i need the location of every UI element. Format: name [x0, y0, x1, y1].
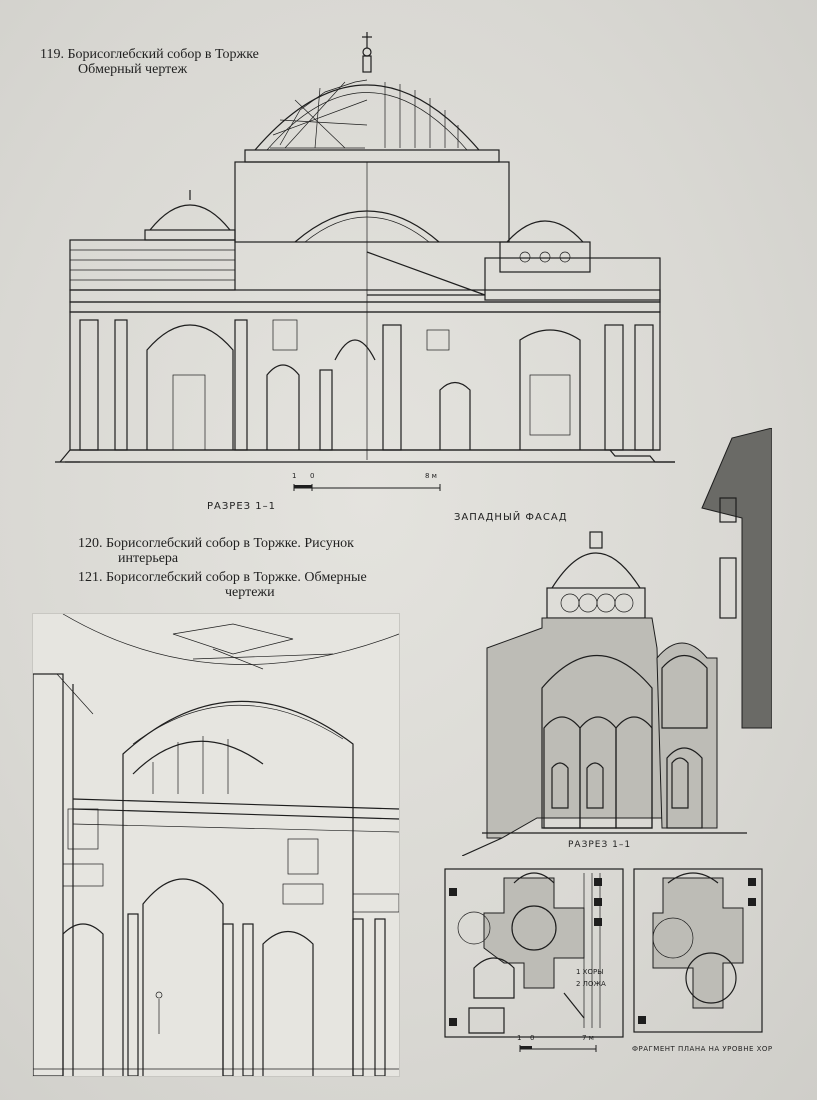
pier-markers [594, 878, 604, 938]
caption-121-line2: чертежи [225, 585, 275, 600]
scale-plan-start: 1 [517, 1034, 522, 1042]
scale-top-mid: 0 [310, 472, 315, 480]
caption-120-line2: интерьера [118, 551, 179, 566]
scale-plan-end: 7 м [582, 1034, 594, 1042]
label-section-right: РАЗРЕЗ 1–1 [568, 840, 632, 850]
caption-fig-120: 120. Борисоглебский собор в Торжке. Рису… [78, 536, 354, 566]
caption-119-line2: Обмерный чертеж [78, 62, 188, 77]
caption-fig-121: 121. Борисоглебский собор в Торжке. Обме… [78, 570, 367, 600]
legend-item-1: 1 ХОРЫ [576, 968, 604, 976]
scale-bar-top [292, 478, 442, 494]
interior-drawing [33, 614, 399, 1076]
scale-plan-mid: 0 [530, 1034, 535, 1042]
scale-top-end: 8 м [425, 472, 437, 480]
label-section-top: РАЗРЕЗ 1–1 [207, 501, 276, 512]
caption-fig-119: 119. Борисоглебский собор в Торжке Обмер… [40, 47, 259, 77]
caption-120-line1: 120. Борисоглебский собор в Торжке. Рису… [78, 536, 354, 551]
floor-plan-fragment [633, 868, 763, 1033]
caption-119-line1: 119. Борисоглебский собор в Торжке [40, 47, 259, 62]
legend-item-2: 2 ЛОЖА [576, 980, 606, 988]
scale-top-start: 1 [292, 472, 297, 480]
cathedral-section-facade-drawing [55, 30, 675, 480]
section-drawing-right [462, 428, 772, 856]
scale-bar-plan [518, 1041, 598, 1055]
label-plan-fragment: ФРАГМЕНТ ПЛАНА НА УРОВНЕ ХОР [632, 1045, 773, 1053]
caption-121-line1: 121. Борисоглебский собор в Торжке. Обме… [78, 570, 367, 585]
label-west-facade: ЗАПАДНЫЙ ФАСАД [454, 512, 568, 523]
